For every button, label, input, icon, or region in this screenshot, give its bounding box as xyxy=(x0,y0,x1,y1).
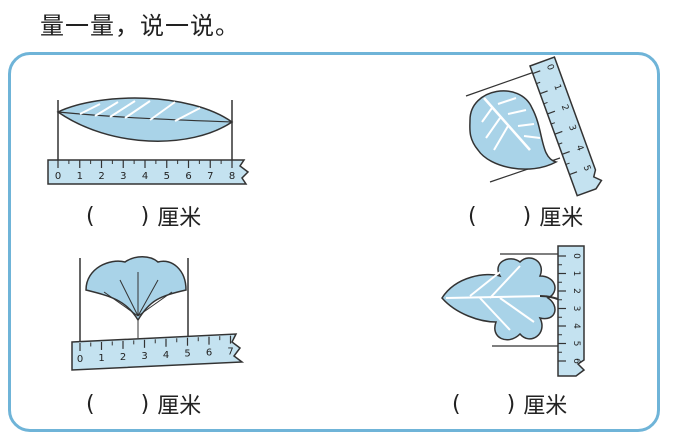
ruler-label: 0 xyxy=(77,354,83,365)
ruler-tick xyxy=(561,151,570,155)
page-title: 量一量，说一说。 xyxy=(40,12,240,40)
ruler-label: 2 xyxy=(120,352,126,363)
unit-label: 厘米 xyxy=(157,206,202,231)
ruler-label: 3 xyxy=(120,171,126,182)
ruler-label: 4 xyxy=(571,323,581,329)
answer-blank-1: ( ) 厘米 xyxy=(86,200,201,232)
ruler-label: 6 xyxy=(571,358,581,364)
ruler-tick xyxy=(569,171,578,176)
open-paren: ( xyxy=(86,203,95,229)
unit-label: 厘米 xyxy=(157,394,202,419)
ruler-4: 0 1 2 3 4 5 6 xyxy=(557,245,586,377)
ruler-label: 2 xyxy=(559,103,570,112)
answer-blank-4: ( ) 厘米 xyxy=(452,388,567,420)
ruler-label: 5 xyxy=(581,164,592,173)
ruler-label: 0 xyxy=(544,63,555,72)
ruler-label: 2 xyxy=(571,288,581,294)
ruler-label: 7 xyxy=(227,347,233,358)
maple-leaf-illustration xyxy=(441,253,575,347)
ruler-tick xyxy=(554,130,563,135)
ruler-label: 3 xyxy=(141,351,147,362)
ruler-3: 0 1 2 3 4 5 6 7 xyxy=(71,333,245,371)
open-paren: ( xyxy=(452,391,461,417)
feather-leaf-illustration xyxy=(56,97,234,160)
answer-blank-2: ( ) 厘米 xyxy=(468,200,583,232)
ruler-tick xyxy=(532,70,541,75)
ruler-2: 0 1 2 3 4 5 xyxy=(529,56,603,197)
ruler-label: 2 xyxy=(98,171,104,182)
open-paren: ( xyxy=(86,391,95,417)
unit-label: 厘米 xyxy=(539,206,584,231)
close-paren: ) xyxy=(506,391,516,417)
ruler-label: 5 xyxy=(571,341,581,347)
close-paren: ) xyxy=(140,203,150,229)
ruler-label: 8 xyxy=(229,171,235,182)
ruler-1: 0 1 2 3 4 5 6 7 8 xyxy=(47,159,250,185)
ginkgo-leaf-illustration xyxy=(79,256,189,344)
ruler-minor-tick xyxy=(550,122,556,125)
round-leaf-illustration xyxy=(465,69,561,183)
ruler-label: 0 xyxy=(55,171,61,182)
ruler-label: 1 xyxy=(551,83,562,92)
ruler-label: 1 xyxy=(98,353,104,364)
ruler-label: 0 xyxy=(571,253,581,259)
ruler-label: 7 xyxy=(207,171,213,182)
answer-blank-3: ( ) 厘米 xyxy=(86,388,201,420)
ruler-minor-tick xyxy=(536,81,541,85)
ruler-label: 5 xyxy=(184,349,190,360)
ruler-label: 4 xyxy=(163,350,169,361)
ruler-label: 3 xyxy=(571,306,581,312)
ruler-label: 1 xyxy=(571,271,581,277)
close-paren: ) xyxy=(522,203,532,229)
ruler-minor-tick xyxy=(565,162,570,165)
ruler-minor-tick xyxy=(558,142,563,145)
ruler-tick xyxy=(539,90,548,95)
close-paren: ) xyxy=(140,391,150,417)
ruler-label: 4 xyxy=(573,144,584,153)
ruler-label: 6 xyxy=(185,171,191,182)
ruler-label: 3 xyxy=(566,124,577,133)
unit-label: 厘米 xyxy=(523,394,568,419)
open-paren: ( xyxy=(468,203,477,229)
ruler-label: 4 xyxy=(142,171,148,182)
ruler-label: 6 xyxy=(206,348,212,359)
ruler-label: 5 xyxy=(164,171,170,182)
ruler-tick xyxy=(547,110,556,115)
ruler-label: 1 xyxy=(77,171,83,182)
ruler-minor-tick xyxy=(543,101,548,105)
